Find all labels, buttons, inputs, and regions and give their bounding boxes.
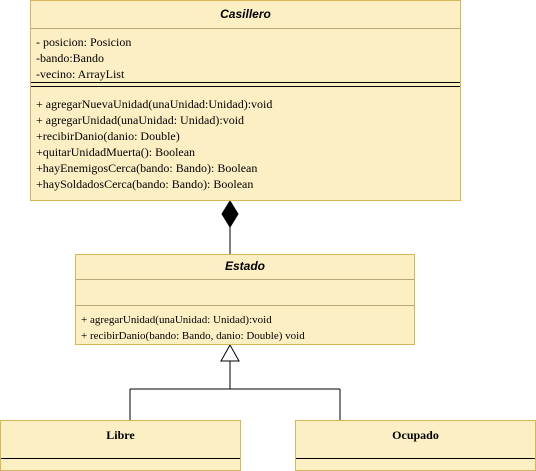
method: + agregarUnidad(unaUnidad: Unidad):void	[36, 113, 245, 127]
class-ocupado-divider	[296, 458, 535, 459]
class-casillero-divider	[31, 86, 460, 87]
class-casillero-attributes: - posicion: Posicion -bando:Bando -vecin…	[36, 34, 456, 82]
class-estado[interactable]: Estado + agregarUnidad(unaUnidad: Unidad…	[75, 254, 415, 345]
class-libre-name: Libre	[106, 428, 135, 442]
class-casillero-divider	[31, 28, 460, 29]
class-casillero[interactable]: Casillero - posicion: Posicion -bando:Ba…	[30, 0, 461, 201]
class-libre[interactable]: Libre	[0, 420, 241, 471]
class-libre-divider	[1, 458, 240, 459]
composition-diamond	[221, 200, 239, 228]
class-ocupado[interactable]: Ocupado	[295, 420, 536, 471]
method: +hayEnemigosCerca(bando: Bando): Boolean	[36, 161, 258, 175]
method: +haySoldadosCerca(bando: Bando): Boolean	[36, 177, 254, 191]
method: +recibirDanio(danio: Double)	[36, 129, 180, 143]
class-ocupado-name: Ocupado	[392, 428, 439, 442]
attribute: - posicion: Posicion	[36, 35, 132, 49]
method: + agregarUnidad(unaUnidad: Unidad):void	[81, 314, 272, 326]
attribute: -bando:Bando	[36, 51, 104, 65]
class-estado-methods: + agregarUnidad(unaUnidad: Unidad):void …	[81, 312, 410, 344]
class-casillero-methods: + agregarNuevaUnidad(unaUnidad:Unidad):v…	[36, 96, 456, 192]
inheritance-triangle	[220, 343, 240, 362]
method: +quitarUnidadMuerta(): Boolean	[36, 145, 196, 159]
class-estado-divider	[76, 305, 414, 306]
class-casillero-name: Casillero	[220, 7, 271, 21]
class-casillero-divider	[31, 82, 460, 83]
class-estado-divider	[76, 279, 414, 280]
method: + agregarNuevaUnidad(unaUnidad:Unidad):v…	[36, 97, 273, 111]
class-estado-name: Estado	[224, 259, 265, 273]
attribute: -vecino: ArrayList	[36, 67, 125, 81]
method: + recibirDanio(bando: Bando, danio: Doub…	[81, 330, 305, 342]
